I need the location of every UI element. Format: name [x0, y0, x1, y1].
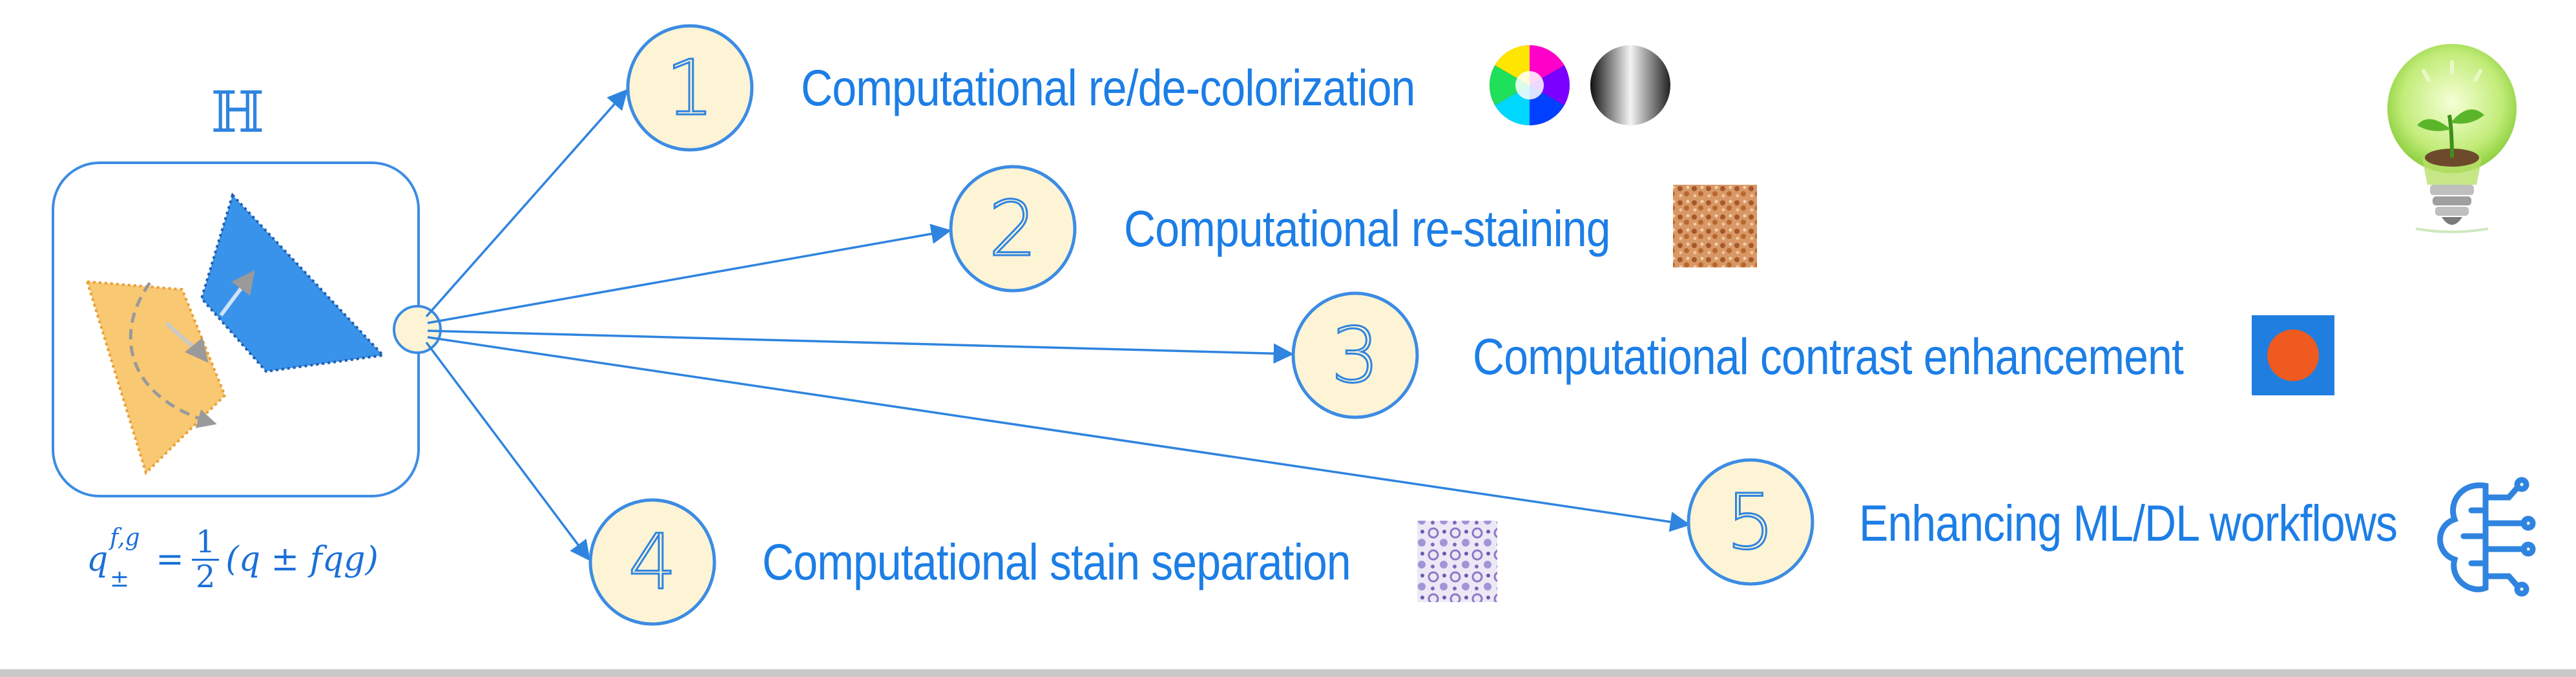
step-2-circle — [949, 165, 1077, 293]
stained-tissue-icon — [1673, 185, 1757, 267]
quaternion-set-symbol: ℍ — [211, 79, 265, 145]
color-wheel-icon — [1489, 45, 1570, 126]
step-3-label: Computational contrast enhancement — [1473, 328, 2184, 385]
step-4-label: Computational stain separation — [762, 533, 1351, 590]
step-5-number: 5 — [1725, 477, 1776, 568]
step-1-number: 1 — [665, 43, 715, 134]
arrow-to-step-4 — [425, 341, 590, 561]
rotation-arrow-small — [165, 321, 209, 363]
formula-base: q f,g ± — [87, 525, 140, 592]
hub-node — [393, 305, 442, 354]
projection-formula: q f,g ± = 1 2 (q ± fqg) — [87, 524, 379, 595]
rotation-arrow — [129, 282, 217, 428]
step-2-number: 2 — [988, 183, 1038, 275]
formula-subscript: ± — [110, 566, 130, 592]
step-2-label: Computational re-staining — [1124, 200, 1611, 257]
arrow-to-step-3 — [427, 329, 1294, 364]
step-4-number: 4 — [627, 517, 678, 608]
bottom-divider — [0, 669, 2576, 677]
grayscale-wheel-icon — [1590, 45, 1670, 125]
stain-separation-tissue-icon — [1417, 521, 1497, 602]
step-3-number: 3 — [1330, 310, 1380, 401]
lightbulb-plant-icon — [2387, 44, 2517, 233]
step-3-circle — [1291, 291, 1419, 419]
arrow-to-step-1 — [425, 89, 628, 318]
formula-rhs: (q ± fqg) — [225, 540, 379, 579]
step-5-label: Enhancing ML/DL workflows — [1859, 494, 2398, 552]
blue-plane — [200, 193, 386, 373]
step-1-label: Computational re/de-colorization — [801, 59, 1415, 116]
blue-plane-arrow — [219, 270, 255, 317]
contrast-icon — [2252, 315, 2334, 395]
step-5-circle — [1687, 458, 1814, 586]
formula-superscript: f,g — [110, 525, 140, 551]
arrow-to-step-2 — [427, 224, 952, 324]
step-1-circle — [626, 24, 754, 152]
formula-fraction: 1 2 — [191, 526, 220, 593]
step-4-circle — [588, 498, 716, 626]
arrow-to-step-5 — [427, 336, 1691, 532]
brain-circuit-icon — [2437, 477, 2536, 597]
orange-plane — [85, 280, 227, 475]
